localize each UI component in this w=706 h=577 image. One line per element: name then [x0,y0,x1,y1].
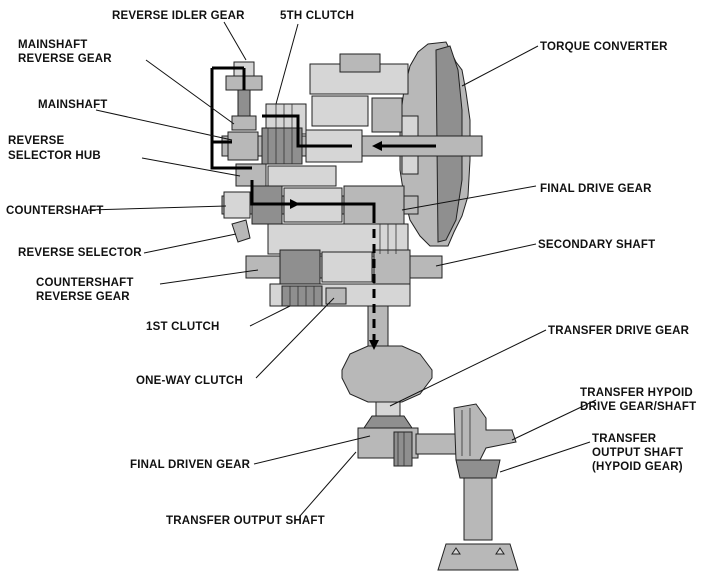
label-mainshaft: MAINSHAFT [38,99,108,111]
label-transfer-output-shaft: TRANSFER OUTPUT SHAFT [166,515,325,527]
label-countershaft-reverse-gear-line2: REVERSE GEAR [36,291,130,303]
label-reverse-selector-hub-line1: REVERSE [8,135,64,147]
label-transfer-output-hypoid-line1: TRANSFER [592,433,657,445]
first-clutch [281,285,323,307]
label-final-driven-gear: FINAL DRIVEN GEAR [130,459,251,471]
label-reverse-selector-hub-line2: SELECTOR HUB [8,150,101,162]
leader-lines [87,21,597,517]
label-mainshaft-reverse-gear-line1: MAINSHAFT [18,39,88,51]
transfer-drive-gear-assembly [341,305,433,429]
transfer-output-hypoid-gear [437,459,519,571]
transfer-hypoid-drive-gear [453,403,517,461]
power-flow-path [210,66,436,350]
label-1st-clutch: 1ST CLUTCH [146,321,220,333]
label-transfer-drive-gear: TRANSFER DRIVE GEAR [548,325,690,337]
labels: REVERSE IDLER GEAR 5TH CLUTCH MAINSHAFT … [6,10,696,527]
one-way-clutch [325,287,347,305]
label-mainshaft-reverse-gear-line2: REVERSE GEAR [18,53,112,65]
upper-gear-housing [265,53,409,135]
final-driven-gear [357,427,419,467]
label-transfer-hypoid-line2: DRIVE GEAR/SHAFT [580,401,696,413]
label-transfer-output-hypoid-line3: (HYPOID GEAR) [592,461,683,473]
label-torque-converter: TORQUE CONVERTER [540,41,668,53]
label-reverse-selector: REVERSE SELECTOR [18,247,142,259]
label-reverse-idler-gear: REVERSE IDLER GEAR [112,10,245,22]
label-countershaft-reverse-gear-line1: COUNTERSHAFT [36,277,134,289]
reverse-selector [231,219,251,243]
label-transfer-output-hypoid-line2: OUTPUT SHAFT [592,447,683,459]
label-countershaft: COUNTERSHAFT [6,205,104,217]
label-secondary-shaft: SECONDARY SHAFT [538,239,655,251]
label-5th-clutch: 5TH CLUTCH [280,10,354,22]
label-one-way-clutch: ONE-WAY CLUTCH [136,375,243,387]
label-transfer-hypoid-line1: TRANSFER HYPOID [580,387,693,399]
label-final-drive-gear: FINAL DRIVE GEAR [540,183,652,195]
